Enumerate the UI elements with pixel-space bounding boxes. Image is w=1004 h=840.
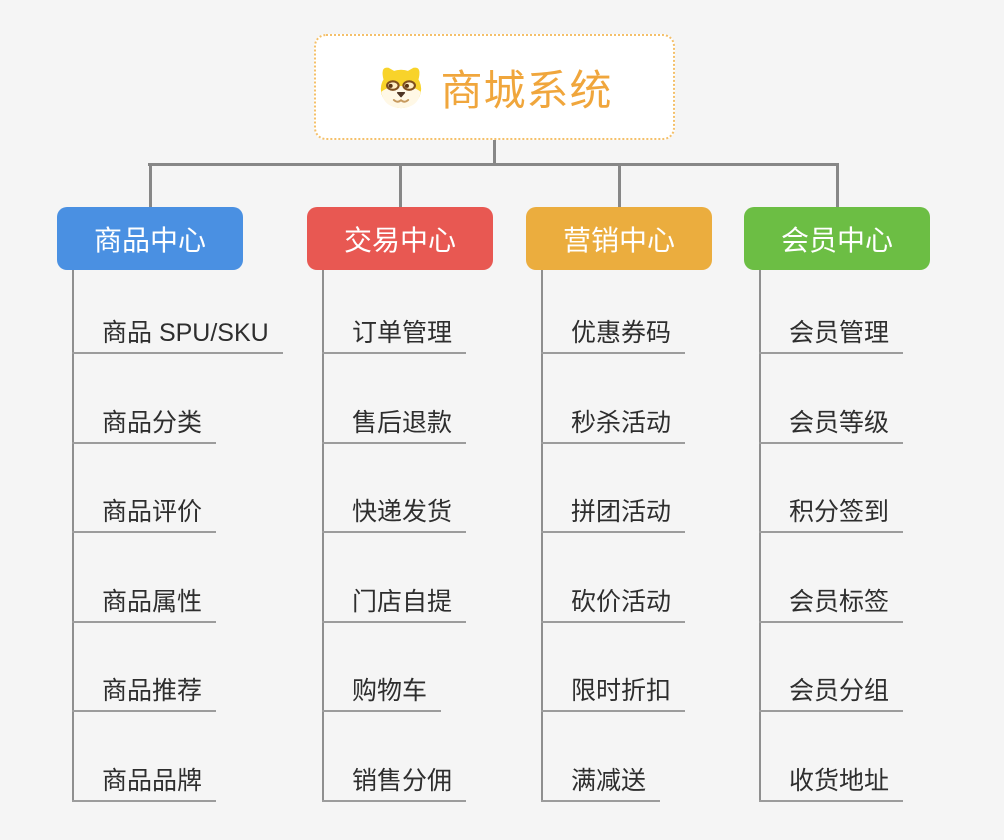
branch-1-item-4[interactable]: 商品属性 bbox=[72, 588, 217, 623]
branch-1-item-2[interactable]: 商品分类 bbox=[72, 409, 217, 444]
branch-node-1[interactable]: 商品中心 bbox=[57, 207, 243, 270]
branch-4-item-6[interactable]: 收货地址 bbox=[759, 767, 904, 802]
branch-4-item-4[interactable]: 会员标签 bbox=[759, 588, 904, 623]
branch-bus-line bbox=[148, 163, 839, 166]
branch-4-item-2[interactable]: 会员等级 bbox=[759, 409, 904, 444]
branch-label: 交易中心 bbox=[343, 224, 456, 256]
branch-node-3[interactable]: 营销中心 bbox=[526, 207, 712, 270]
branch-label: 会员中心 bbox=[780, 224, 893, 256]
branch-drop-line-1 bbox=[148, 163, 152, 207]
branch-child-line-4 bbox=[759, 270, 761, 802]
branch-label: 营销中心 bbox=[562, 224, 675, 256]
branch-drop-line-4 bbox=[835, 163, 839, 207]
branch-1-item-3[interactable]: 商品评价 bbox=[72, 498, 217, 534]
branch-2-item-4[interactable]: 门店自提 bbox=[322, 588, 467, 623]
branch-4-item-5[interactable]: 会员分组 bbox=[759, 677, 904, 713]
branch-child-line-1 bbox=[72, 270, 74, 802]
branch-drop-line-2 bbox=[398, 163, 402, 207]
branch-drop-line-3 bbox=[617, 163, 621, 207]
branch-3-item-1[interactable]: 优惠券码 bbox=[541, 319, 686, 354]
branch-node-2[interactable]: 交易中心 bbox=[307, 207, 493, 270]
root-title: 商城系统 bbox=[440, 66, 613, 114]
root-node[interactable]: 商城系统 bbox=[314, 34, 675, 140]
shiba-dog-icon bbox=[376, 63, 426, 111]
branch-4-item-1[interactable]: 会员管理 bbox=[759, 319, 904, 354]
branch-1-item-6[interactable]: 商品品牌 bbox=[72, 767, 217, 802]
branch-2-item-2[interactable]: 售后退款 bbox=[322, 409, 467, 444]
root-stem-line bbox=[493, 140, 496, 165]
branch-2-item-1[interactable]: 订单管理 bbox=[322, 319, 467, 354]
branch-label: 商品中心 bbox=[93, 224, 206, 256]
branch-node-4[interactable]: 会员中心 bbox=[744, 207, 930, 270]
branch-1-item-5[interactable]: 商品推荐 bbox=[72, 677, 217, 713]
branch-1-item-1[interactable]: 商品 SPU/SKU bbox=[72, 319, 283, 354]
branch-2-item-6[interactable]: 销售分佣 bbox=[322, 767, 467, 802]
branch-3-item-5[interactable]: 限时折扣 bbox=[541, 677, 686, 713]
branch-2-item-3[interactable]: 快递发货 bbox=[322, 498, 467, 534]
branch-child-line-2 bbox=[322, 270, 324, 802]
branch-3-item-4[interactable]: 砍价活动 bbox=[541, 588, 686, 623]
branch-3-item-3[interactable]: 拼团活动 bbox=[541, 498, 686, 534]
branch-4-item-3[interactable]: 积分签到 bbox=[759, 498, 904, 534]
branch-3-item-2[interactable]: 秒杀活动 bbox=[541, 409, 686, 444]
branch-child-line-3 bbox=[541, 270, 543, 802]
branch-3-item-6[interactable]: 满减送 bbox=[541, 767, 661, 802]
branch-2-item-5[interactable]: 购物车 bbox=[322, 677, 442, 713]
